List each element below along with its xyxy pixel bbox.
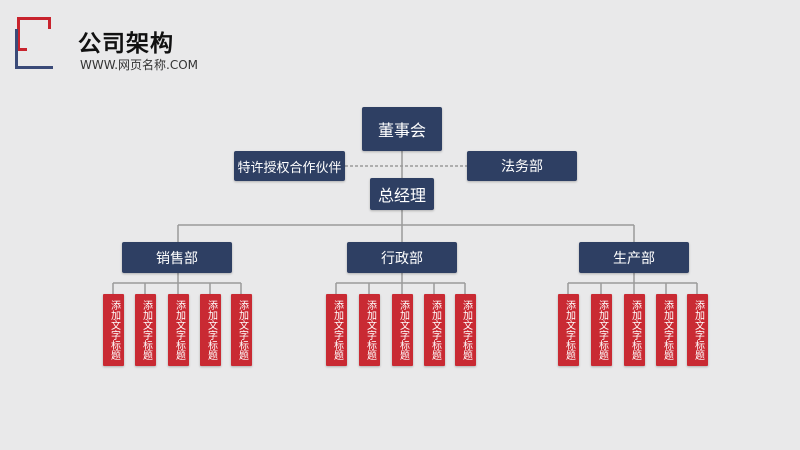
node-dept-sales: 销售部	[122, 242, 232, 273]
leaf-item: 添加文字标题	[359, 294, 380, 366]
leaf-item: 添加文字标题	[168, 294, 189, 366]
node-dept-admin: 行政部	[347, 242, 457, 273]
leaf-item: 添加文字标题	[656, 294, 677, 366]
leaf-item: 添加文字标题	[591, 294, 612, 366]
node-board: 董事会	[362, 107, 442, 151]
leaf-item: 添加文字标题	[326, 294, 347, 366]
page-subtitle: WWW.网页名称.COM	[80, 58, 199, 72]
company-logo	[15, 17, 55, 69]
leaf-item: 添加文字标题	[424, 294, 445, 366]
leaf-item: 添加文字标题	[687, 294, 708, 366]
leaf-item: 添加文字标题	[455, 294, 476, 366]
leaf-item: 添加文字标题	[200, 294, 221, 366]
logo-blue-bracket	[15, 29, 53, 69]
leaf-item: 添加文字标题	[558, 294, 579, 366]
leaf-item: 添加文字标题	[231, 294, 252, 366]
node-legal: 法务部	[467, 151, 577, 181]
leaf-item: 添加文字标题	[103, 294, 124, 366]
page-title: 公司架构	[78, 31, 174, 57]
node-dept-production: 生产部	[579, 242, 689, 273]
leaf-item: 添加文字标题	[135, 294, 156, 366]
leaf-item: 添加文字标题	[392, 294, 413, 366]
leaf-item: 添加文字标题	[624, 294, 645, 366]
node-franchise-partner: 特许授权合作伙伴	[234, 151, 345, 181]
node-general-manager: 总经理	[370, 178, 434, 210]
